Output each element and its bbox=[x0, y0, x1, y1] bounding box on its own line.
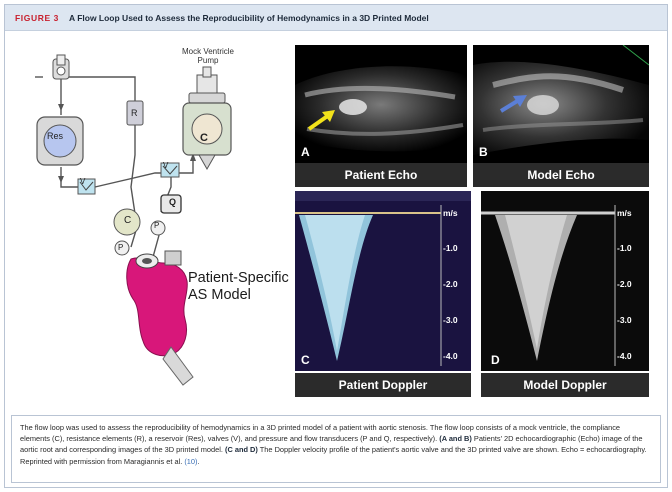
panel-a-patient-echo: A bbox=[295, 45, 467, 163]
panel-letter-a: A bbox=[301, 145, 310, 159]
figure-title: A Flow Loop Used to Assess the Reproduci… bbox=[69, 12, 429, 23]
flow-transducer bbox=[160, 194, 182, 214]
echo-image-b bbox=[473, 45, 649, 155]
doppler-c-tick-2: -2.0 bbox=[443, 279, 458, 289]
valve-2 bbox=[160, 162, 180, 178]
flow-loop-diagram: Mock Ventricle Pump Res R C C Q P P V V … bbox=[13, 37, 303, 412]
legend-end: . bbox=[197, 456, 200, 466]
arrow-icon-yellow bbox=[307, 110, 335, 131]
panel-letter-d: D bbox=[491, 353, 500, 367]
figure-frame: FIGURE 3 A Flow Loop Used to Assess the … bbox=[4, 4, 668, 488]
legend-intro: The flow loop was used to assess the rep… bbox=[20, 423, 621, 444]
panel-c-caption: Patient Doppler bbox=[295, 373, 471, 397]
panel-letter-c: C bbox=[301, 353, 310, 367]
mock-ventricle-pump bbox=[182, 66, 232, 171]
doppler-image-d bbox=[481, 191, 649, 371]
panel-b-caption: Model Echo bbox=[473, 163, 649, 187]
flow-transducer-label: Q bbox=[169, 197, 177, 207]
panel-d-model-doppler: m/s -1.0 -2.0 -3.0 -4.0 D bbox=[481, 191, 649, 371]
valve-1 bbox=[77, 178, 96, 195]
doppler-d-tick-3: -3.0 bbox=[617, 315, 632, 325]
doppler-c-tick-4: -4.0 bbox=[443, 351, 458, 361]
legend-ab-label: (A and B) bbox=[439, 434, 472, 444]
model-label: Patient-Specific AS Model bbox=[188, 270, 289, 303]
return-connector bbox=[52, 54, 70, 80]
panel-c-patient-doppler: m/s -1.0 -2.0 -3.0 -4.0 C bbox=[295, 191, 471, 371]
doppler-image-c bbox=[295, 191, 471, 371]
legend-cd-text[interactable]: The Doppler velocity profile of the pati… bbox=[20, 445, 647, 466]
echo-image-a bbox=[295, 66, 467, 152]
pressure-label-1: P bbox=[154, 221, 160, 230]
doppler-d-tick-2: -2.0 bbox=[617, 279, 632, 289]
reservoir-label: Res bbox=[47, 131, 64, 141]
doppler-d-unit: m/s bbox=[617, 208, 632, 218]
doppler-d-tick-4: -4.0 bbox=[617, 351, 632, 361]
legend-ab-text: Patients' 2D echocardiographic (Echo) im… bbox=[20, 434, 643, 455]
doppler-d-tick-1: -1.0 bbox=[617, 243, 632, 253]
arrow-icon-blue bbox=[499, 95, 527, 113]
figure-header: FIGURE 3 A Flow Loop Used to Assess the … bbox=[5, 5, 667, 31]
resistance-element bbox=[126, 100, 144, 126]
legend-cd-label: (C and D) bbox=[225, 445, 258, 455]
reservoir bbox=[36, 116, 84, 166]
pressure-transducer-2 bbox=[114, 240, 130, 256]
mock-ventricle-label: Mock Ventricle Pump bbox=[181, 47, 235, 65]
resistance-label: R bbox=[131, 108, 138, 118]
valve-label-1: V bbox=[80, 177, 86, 186]
compliance-label: C bbox=[124, 215, 132, 226]
compliance-element bbox=[113, 208, 141, 236]
legend-reference-link[interactable]: (10) bbox=[184, 456, 198, 466]
panel-a-caption: Patient Echo bbox=[295, 163, 467, 187]
pressure-transducer-1 bbox=[150, 220, 166, 236]
as-model bbox=[126, 250, 194, 386]
flow-loop-drawing bbox=[35, 54, 232, 386]
panel-d-caption: Model Doppler bbox=[481, 373, 649, 397]
pump-compliance-label: C bbox=[200, 132, 208, 144]
doppler-c-unit: m/s bbox=[443, 208, 458, 218]
panel-b-model-echo: B bbox=[473, 45, 649, 163]
panel-letter-b: B bbox=[479, 145, 488, 159]
doppler-c-tick-1: -1.0 bbox=[443, 243, 458, 253]
figure-legend: The flow loop was used to assess the rep… bbox=[11, 415, 661, 483]
valve-label-2: V bbox=[163, 161, 169, 170]
doppler-c-tick-3: -3.0 bbox=[443, 315, 458, 325]
figure-label: FIGURE 3 bbox=[15, 12, 60, 23]
pressure-label-2: P bbox=[118, 243, 124, 252]
